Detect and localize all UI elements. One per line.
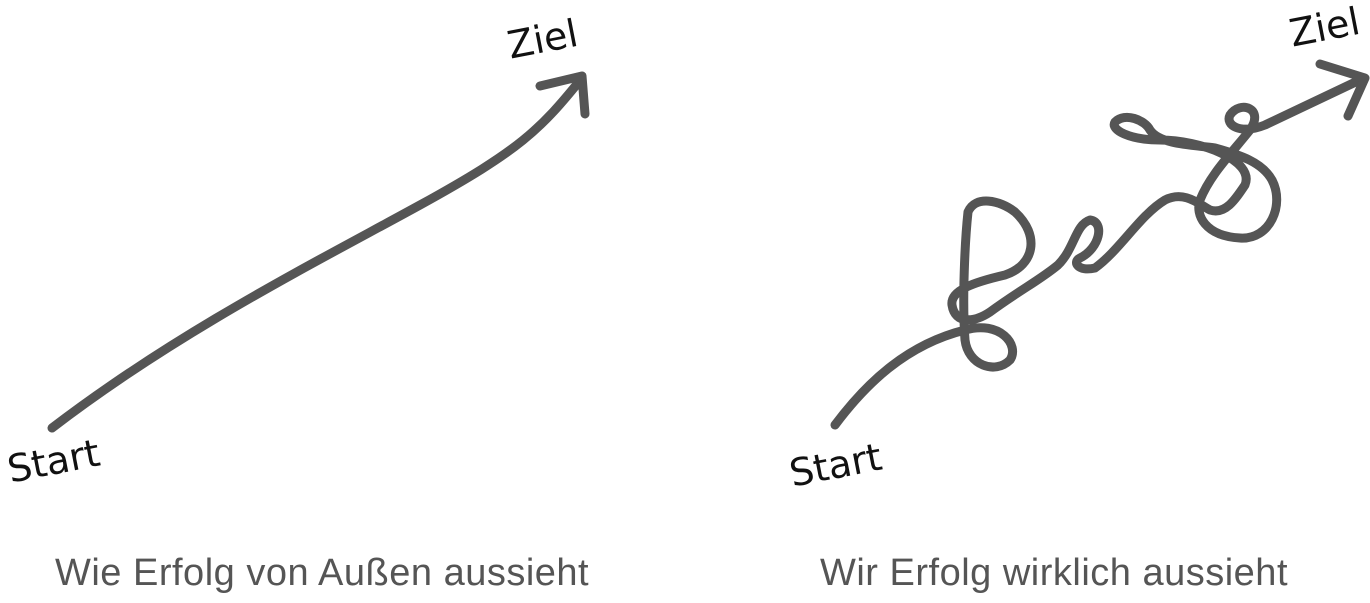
right-caption: Wir Erfolg wirklich aussieht	[820, 552, 1288, 594]
left-smooth-path	[47, 71, 590, 433]
right-path-line	[830, 73, 1369, 430]
left-path-line	[47, 73, 587, 433]
right-messy-path	[830, 59, 1370, 430]
left-caption: Wie Erfolg von Außen aussieht	[55, 552, 590, 594]
left-arrowhead	[535, 71, 590, 119]
right-arrowhead	[1315, 59, 1370, 121]
